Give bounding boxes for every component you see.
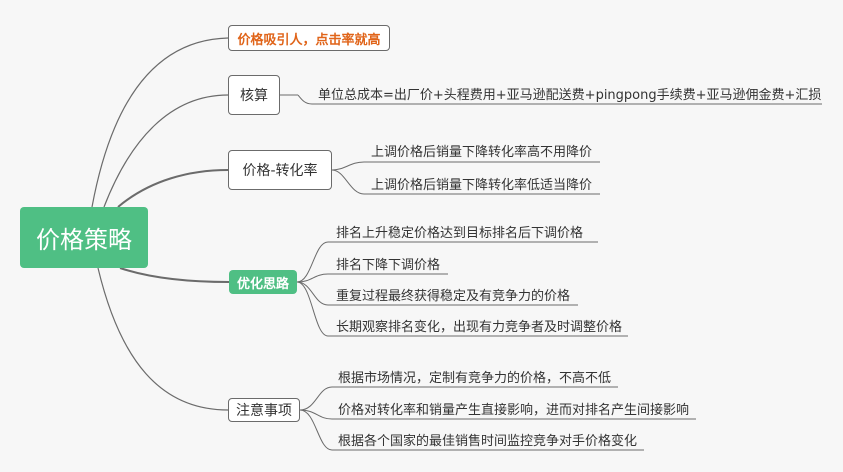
- branch-price-attraction[interactable]: 价格吸引人，点击率就高: [228, 25, 390, 51]
- connector-optimization-leaf-2: [296, 273, 329, 283]
- connector-accounting-leaf: [297, 94, 313, 105]
- connector-conversion-leaf-1: [331, 161, 365, 171]
- connector-root-branch-1: [91, 37, 229, 208]
- root-node[interactable]: 价格策略: [20, 207, 148, 268]
- leaf-optimization-3: 重复过程最终获得稳定及有竞争力的价格: [336, 289, 571, 304]
- branch-notes[interactable]: 注意事项: [228, 398, 300, 422]
- branch-optimization[interactable]: 优化思路: [229, 270, 297, 294]
- leaf-optimization-1: 排名上升稳定价格达到目标排名后下调价格: [336, 226, 584, 241]
- connector-optimization-leaf-4: [296, 281, 329, 337]
- connector-root-branch-2: [103, 94, 229, 208]
- connector-root-branch-3: [117, 169, 229, 208]
- leaf-notes-2: 价格对转化率和销量产生直接影响，进而对排名产生间接影响: [338, 403, 690, 418]
- leaf-notes-1: 根据市场情况，定制有竞争力的价格，不高不低: [338, 371, 612, 386]
- leaf-optimization-2: 排名下降下调价格: [336, 258, 441, 273]
- leaf-optimization-4: 长期观察排名变化，出现有力竞争者及时调整价格: [336, 320, 623, 335]
- branch-price-conversion[interactable]: 价格-转化率: [228, 150, 332, 190]
- connector-optimization-leaf-3: [296, 281, 329, 306]
- connector-optimization-leaf-1: [296, 241, 329, 283]
- connector-root-branch-4: [119, 267, 230, 283]
- leaf-conversion-2: 上调价格后销量下降转化率低适当降价: [371, 178, 593, 193]
- connector-root-branch-5: [97, 267, 229, 411]
- connector-notes-leaf-3: [299, 409, 333, 451]
- leaf-conversion-1: 上调价格后销量下降转化率高不用降价: [371, 145, 593, 160]
- leaf-accounting-1: 单位总成本=出厂价+头程费用+亚马逊配送费+pingpong手续费+亚马逊佣金费…: [318, 88, 822, 103]
- connector-conversion-leaf-2: [331, 169, 365, 195]
- leaf-notes-3: 根据各个国家的最佳销售时间监控竞争对手价格变化: [338, 434, 638, 449]
- connector-notes-leaf-1: [299, 386, 333, 411]
- branch-accounting[interactable]: 核算: [228, 75, 280, 115]
